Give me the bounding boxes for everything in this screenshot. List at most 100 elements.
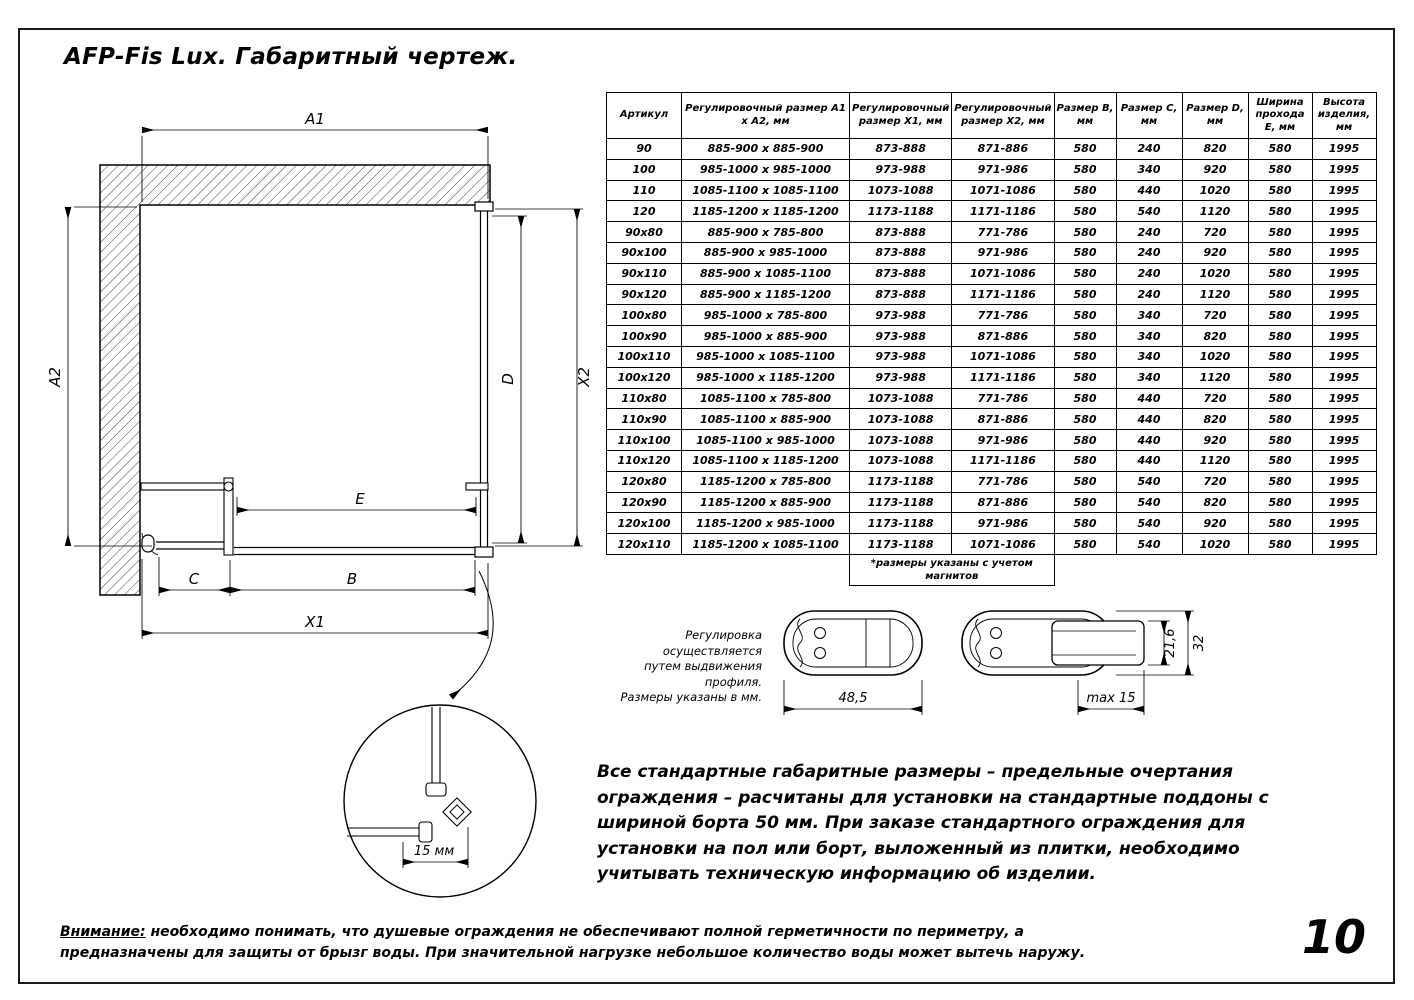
value-cell: 1171-1186 (951, 366, 1055, 389)
value-cell: 873-888 (848, 138, 953, 160)
value-cell: 985-1000 x 785-800 (681, 304, 850, 327)
value-cell: 1085-1100 x 985-1000 (681, 429, 850, 451)
value-cell: 985-1000 x 1085-1100 (681, 345, 850, 368)
value-cell: 1073-1088 (848, 179, 953, 202)
value-cell: 580 (1053, 512, 1117, 535)
article-cell: 110 (606, 179, 682, 202)
value-cell: 1995 (1311, 262, 1377, 285)
value-cell: 1073-1088 (848, 408, 953, 431)
value-cell: 720 (1181, 387, 1249, 410)
value-cell: 1995 (1311, 345, 1377, 368)
value-cell: 580 (1053, 449, 1117, 472)
value-cell: 1995 (1311, 429, 1377, 451)
value-cell: 580 (1053, 387, 1117, 410)
value-cell: 985-1000 x 985-1000 (681, 158, 850, 181)
dim-label-a1: A1 (304, 110, 325, 128)
adjustment-note: Регулировка осуществляется путем выдвиже… (620, 628, 762, 705)
value-cell: 580 (1247, 138, 1313, 160)
dimension-table: Артикул Регулировочный размер А1 х А2, м… (606, 92, 1377, 586)
value-cell: 580 (1053, 366, 1117, 389)
profile-section-a (783, 610, 923, 676)
value-cell: 580 (1053, 158, 1117, 181)
col-header-article: Артикул (606, 92, 682, 139)
value-cell: 1120 (1181, 449, 1249, 472)
dim-label-e: E (355, 490, 365, 508)
value-cell: 920 (1181, 241, 1249, 264)
value-cell: 240 (1115, 283, 1183, 306)
wall-profile-top (474, 201, 494, 212)
article-cell: 120x80 (606, 470, 682, 493)
article-cell: 90x100 (606, 241, 682, 264)
value-cell: 820 (1181, 325, 1249, 347)
dim-label-d: D (499, 373, 517, 385)
page-title: AFP-Fis Lux. Габаритный чертеж. (64, 44, 518, 70)
sheet-border (18, 28, 1395, 984)
value-cell: 920 (1181, 158, 1249, 181)
value-cell: 1020 (1181, 533, 1249, 555)
value-cell: 771-786 (951, 304, 1055, 327)
value-cell: 580 (1053, 408, 1117, 431)
value-cell: 871-886 (951, 408, 1055, 431)
value-cell: 580 (1053, 221, 1117, 243)
warning-text: необходимо понимать, что душевые огражде… (60, 924, 1086, 961)
col-header-height: Высота изделия, мм (1311, 92, 1377, 139)
value-cell: 340 (1115, 304, 1183, 327)
value-cell: 971-986 (951, 241, 1055, 264)
wall-hatch-top (100, 165, 490, 205)
value-cell: 771-786 (951, 387, 1055, 410)
info-text: Все стандартные габаритные размеры – пре… (597, 762, 1269, 884)
detail-glass-holder-vertical (425, 782, 447, 797)
value-cell: 985-1000 x 1185-1200 (681, 366, 850, 389)
warning-note: Внимание: необходимо понимать, что душев… (60, 922, 1100, 964)
article-cell: 100x110 (606, 345, 682, 368)
col-header-c: Размер С, мм (1115, 92, 1183, 139)
value-cell: 340 (1115, 366, 1183, 389)
col-header-b: Размер В, мм (1053, 92, 1117, 139)
dimension-labels: A1 A2 X1 X2 D E C B (46, 110, 593, 631)
value-cell: 580 (1247, 200, 1313, 223)
value-cell: 820 (1181, 138, 1249, 160)
value-cell: 885-900 x 1185-1200 (681, 283, 850, 306)
detail-magnet-profile (442, 797, 472, 827)
value-cell: 1173-1188 (848, 533, 953, 555)
value-cell: 440 (1115, 179, 1183, 202)
article-cell: 100x80 (606, 304, 682, 327)
value-cell: 580 (1053, 533, 1117, 555)
value-cell: 1185-1200 x 985-1000 (681, 512, 850, 535)
wall-bracket (141, 534, 155, 553)
value-cell: 1995 (1311, 366, 1377, 389)
value-cell: 1173-1188 (848, 491, 953, 514)
value-cell: 580 (1247, 304, 1313, 327)
value-cell: 920 (1181, 512, 1249, 535)
value-cell: 580 (1053, 200, 1117, 223)
value-cell: 971-986 (951, 512, 1055, 535)
value-cell: 1995 (1311, 241, 1377, 264)
profile-inner-height-label: 21,6 (1163, 629, 1178, 658)
value-cell: 580 (1247, 158, 1313, 181)
dim-label-a2: A2 (46, 367, 64, 388)
value-cell: 973-988 (848, 158, 953, 181)
value-cell: 720 (1181, 304, 1249, 327)
col-header-x1: Регулировочный размер Х1, мм (848, 92, 953, 139)
dim-label-x1: X1 (304, 613, 325, 631)
value-cell: 1020 (1181, 262, 1249, 285)
col-header-e: Ширина прохода Е, мм (1247, 92, 1313, 139)
value-cell: 580 (1247, 491, 1313, 514)
value-cell: 1995 (1311, 533, 1377, 555)
value-cell: 1085-1100 x 785-800 (681, 387, 850, 410)
value-cell: 885-900 x 985-1000 (681, 241, 850, 264)
value-cell: 1185-1200 x 1185-1200 (681, 200, 850, 223)
value-cell: 1071-1086 (951, 345, 1055, 368)
dim-label-x2: X2 (575, 367, 593, 388)
value-cell: 1173-1188 (848, 512, 953, 535)
profile-section-b (961, 610, 1145, 676)
value-cell: 871-886 (951, 491, 1055, 514)
value-cell: 580 (1247, 387, 1313, 410)
value-cell: 1995 (1311, 449, 1377, 472)
